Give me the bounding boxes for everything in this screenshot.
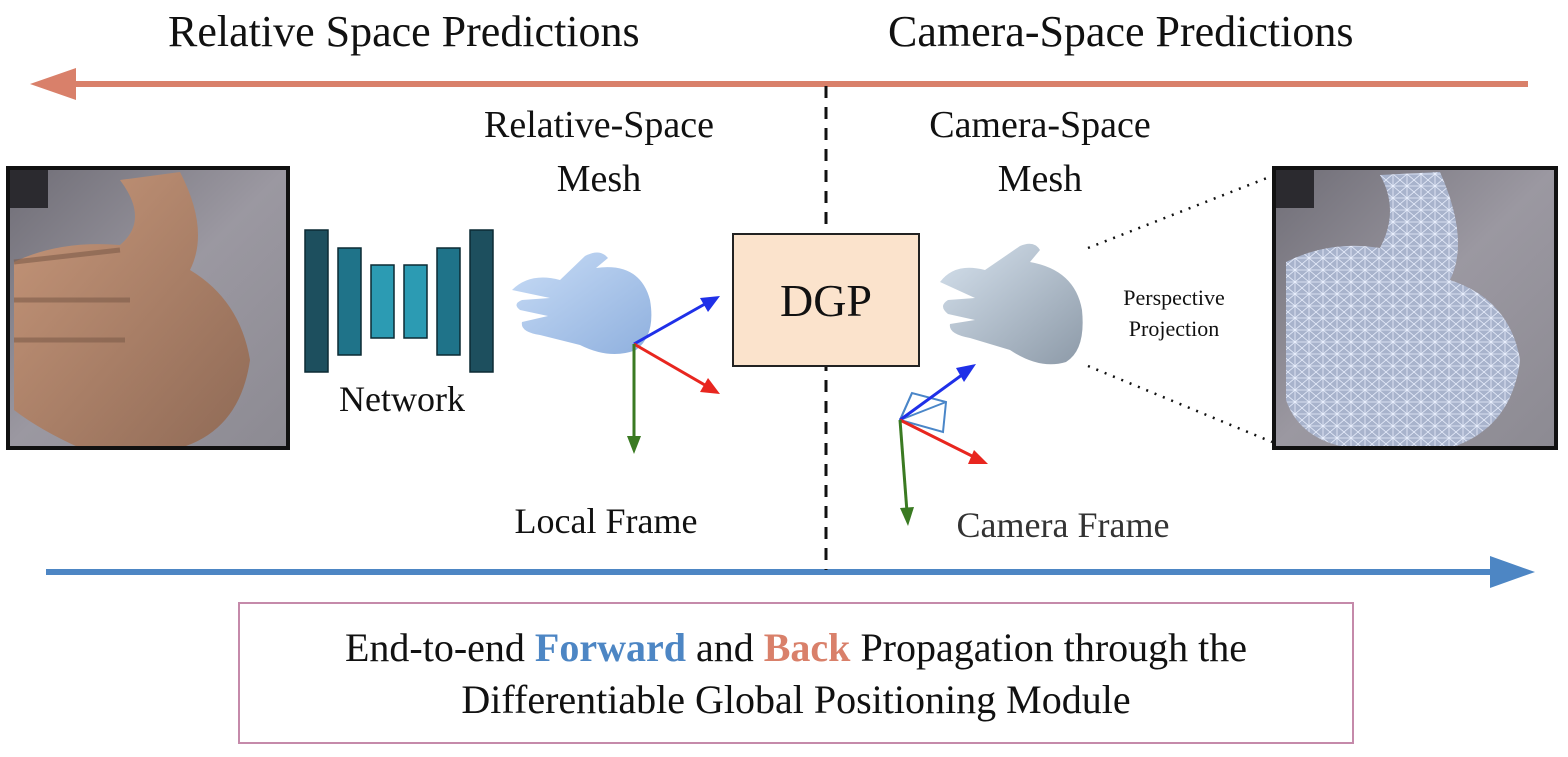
caption-forward: Forward: [534, 625, 686, 670]
caption-back: Back: [763, 625, 851, 670]
relative-mesh-label-line2: Mesh: [556, 158, 642, 200]
perspective-label-line2: Projection: [1128, 316, 1220, 341]
dgp-module-box: DGP: [732, 233, 920, 367]
camera-space-hand-mesh: [940, 243, 1083, 365]
caption-and: and: [695, 625, 754, 670]
input-hand-image: [6, 166, 290, 450]
output-wireframe-image: [1272, 166, 1558, 450]
projection-lines: [1087, 174, 1273, 444]
local-frame-label: Local Frame: [514, 501, 698, 541]
camera-mesh-label-line2: Mesh: [997, 158, 1083, 200]
network-icon: [304, 229, 494, 373]
relative-space-hand-mesh: [512, 252, 652, 354]
camera-mesh-label-line1: Camera-Space: [929, 104, 1151, 146]
caption-line1: End-to-end Forward and Back Propagation …: [240, 622, 1352, 674]
title-relative-space: Relative Space Predictions: [168, 7, 640, 56]
relative-mesh-label: Relative-Space Mesh: [455, 98, 743, 206]
back-propagation-arrow: [30, 68, 1528, 100]
caption-suffix: Propagation through the: [860, 625, 1248, 670]
title-camera-space: Camera-Space Predictions: [888, 7, 1354, 56]
caption-prefix: End-to-end: [344, 625, 525, 670]
camera-frame-axes: [898, 364, 988, 526]
forward-propagation-arrow: [46, 556, 1535, 588]
camera-frame-label: Camera Frame: [956, 505, 1170, 545]
perspective-projection-label: Perspective Projection: [1098, 282, 1250, 344]
network-label: Network: [339, 379, 465, 419]
caption-box: End-to-end Forward and Back Propagation …: [238, 602, 1354, 744]
local-frame-axes: [627, 296, 720, 454]
caption-line2: Differentiable Global Positioning Module: [461, 677, 1131, 722]
camera-mesh-label: Camera-Space Mesh: [892, 98, 1188, 206]
perspective-label-line1: Perspective: [1123, 285, 1225, 310]
relative-mesh-label-line1: Relative-Space: [483, 104, 714, 146]
dgp-label: DGP: [779, 274, 873, 326]
